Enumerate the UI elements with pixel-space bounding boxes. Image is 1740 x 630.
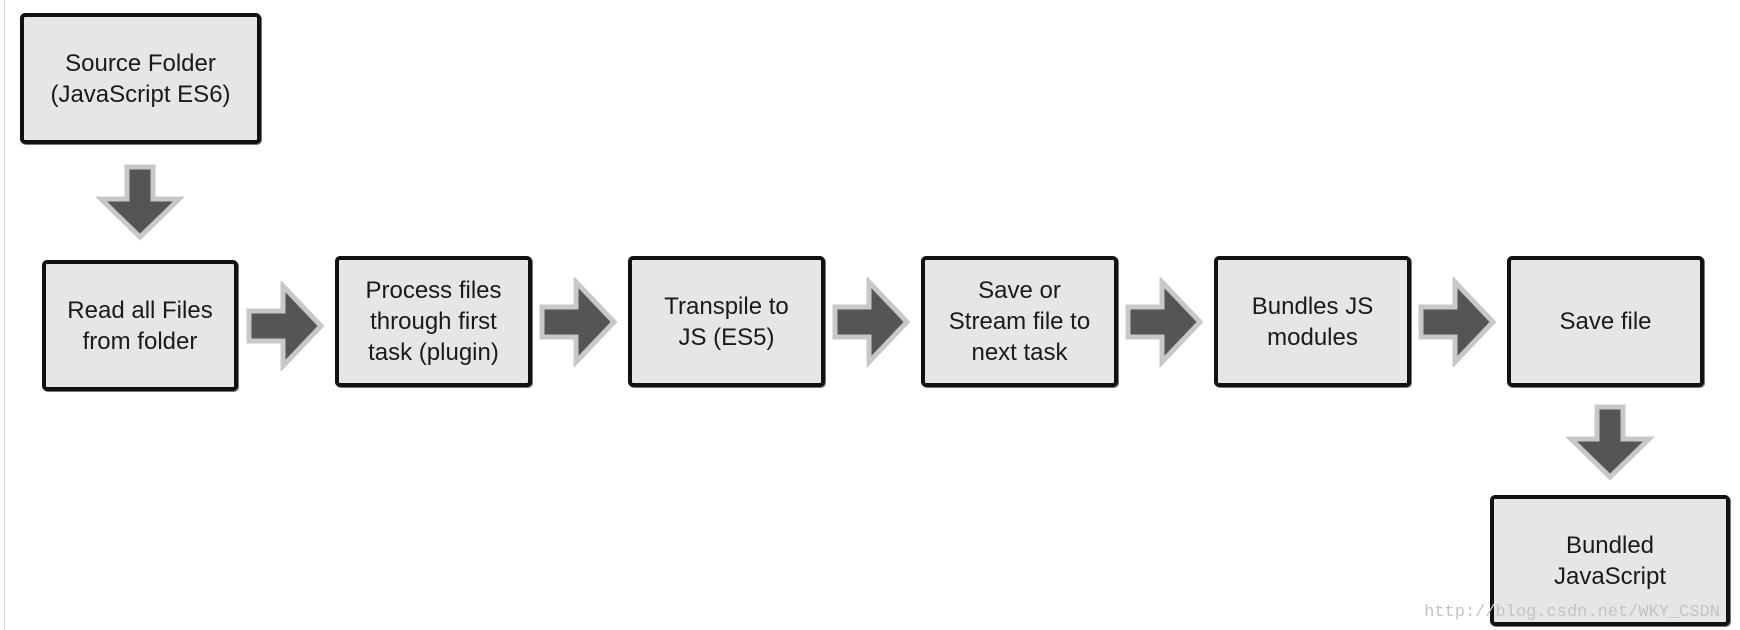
node-label: Save or Stream file to next task	[948, 277, 1091, 366]
arrow-down-icon	[96, 163, 184, 241]
arrow-right-icon	[1417, 277, 1497, 367]
arrow-right-icon	[1124, 277, 1204, 367]
node-source-folder: Source Folder (JavaScript ES6)	[20, 13, 261, 144]
node-label: Read all Files from folder	[67, 296, 213, 355]
node-label: Process files through first task (plugin…	[365, 277, 502, 366]
node-label: Bundled JavaScript	[1553, 531, 1667, 590]
arrow-right-icon	[831, 277, 911, 367]
left-border-line	[4, 0, 5, 630]
node-save-file: Save file	[1507, 256, 1704, 387]
arrow-right-icon	[538, 277, 618, 367]
node-save-stream: Save or Stream file to next task	[921, 256, 1118, 387]
node-label: Bundles JS modules	[1251, 292, 1374, 351]
arrow-down-icon	[1566, 403, 1654, 481]
watermark-text: http://blog.csdn.net/WKY_CSDN	[1424, 603, 1720, 622]
node-read-files: Read all Files from folder	[42, 260, 238, 391]
node-bundled-js: Bundled JavaScript	[1490, 495, 1730, 626]
node-label: Source Folder (JavaScript ES6)	[50, 49, 231, 108]
node-label: Transpile to JS (ES5)	[664, 292, 789, 351]
node-transpile: Transpile to JS (ES5)	[628, 256, 825, 387]
arrow-right-icon	[245, 281, 325, 371]
node-process-files: Process files through first task (plugin…	[335, 256, 532, 387]
node-label: Save file	[1559, 308, 1652, 335]
node-bundle: Bundles JS modules	[1214, 256, 1411, 387]
